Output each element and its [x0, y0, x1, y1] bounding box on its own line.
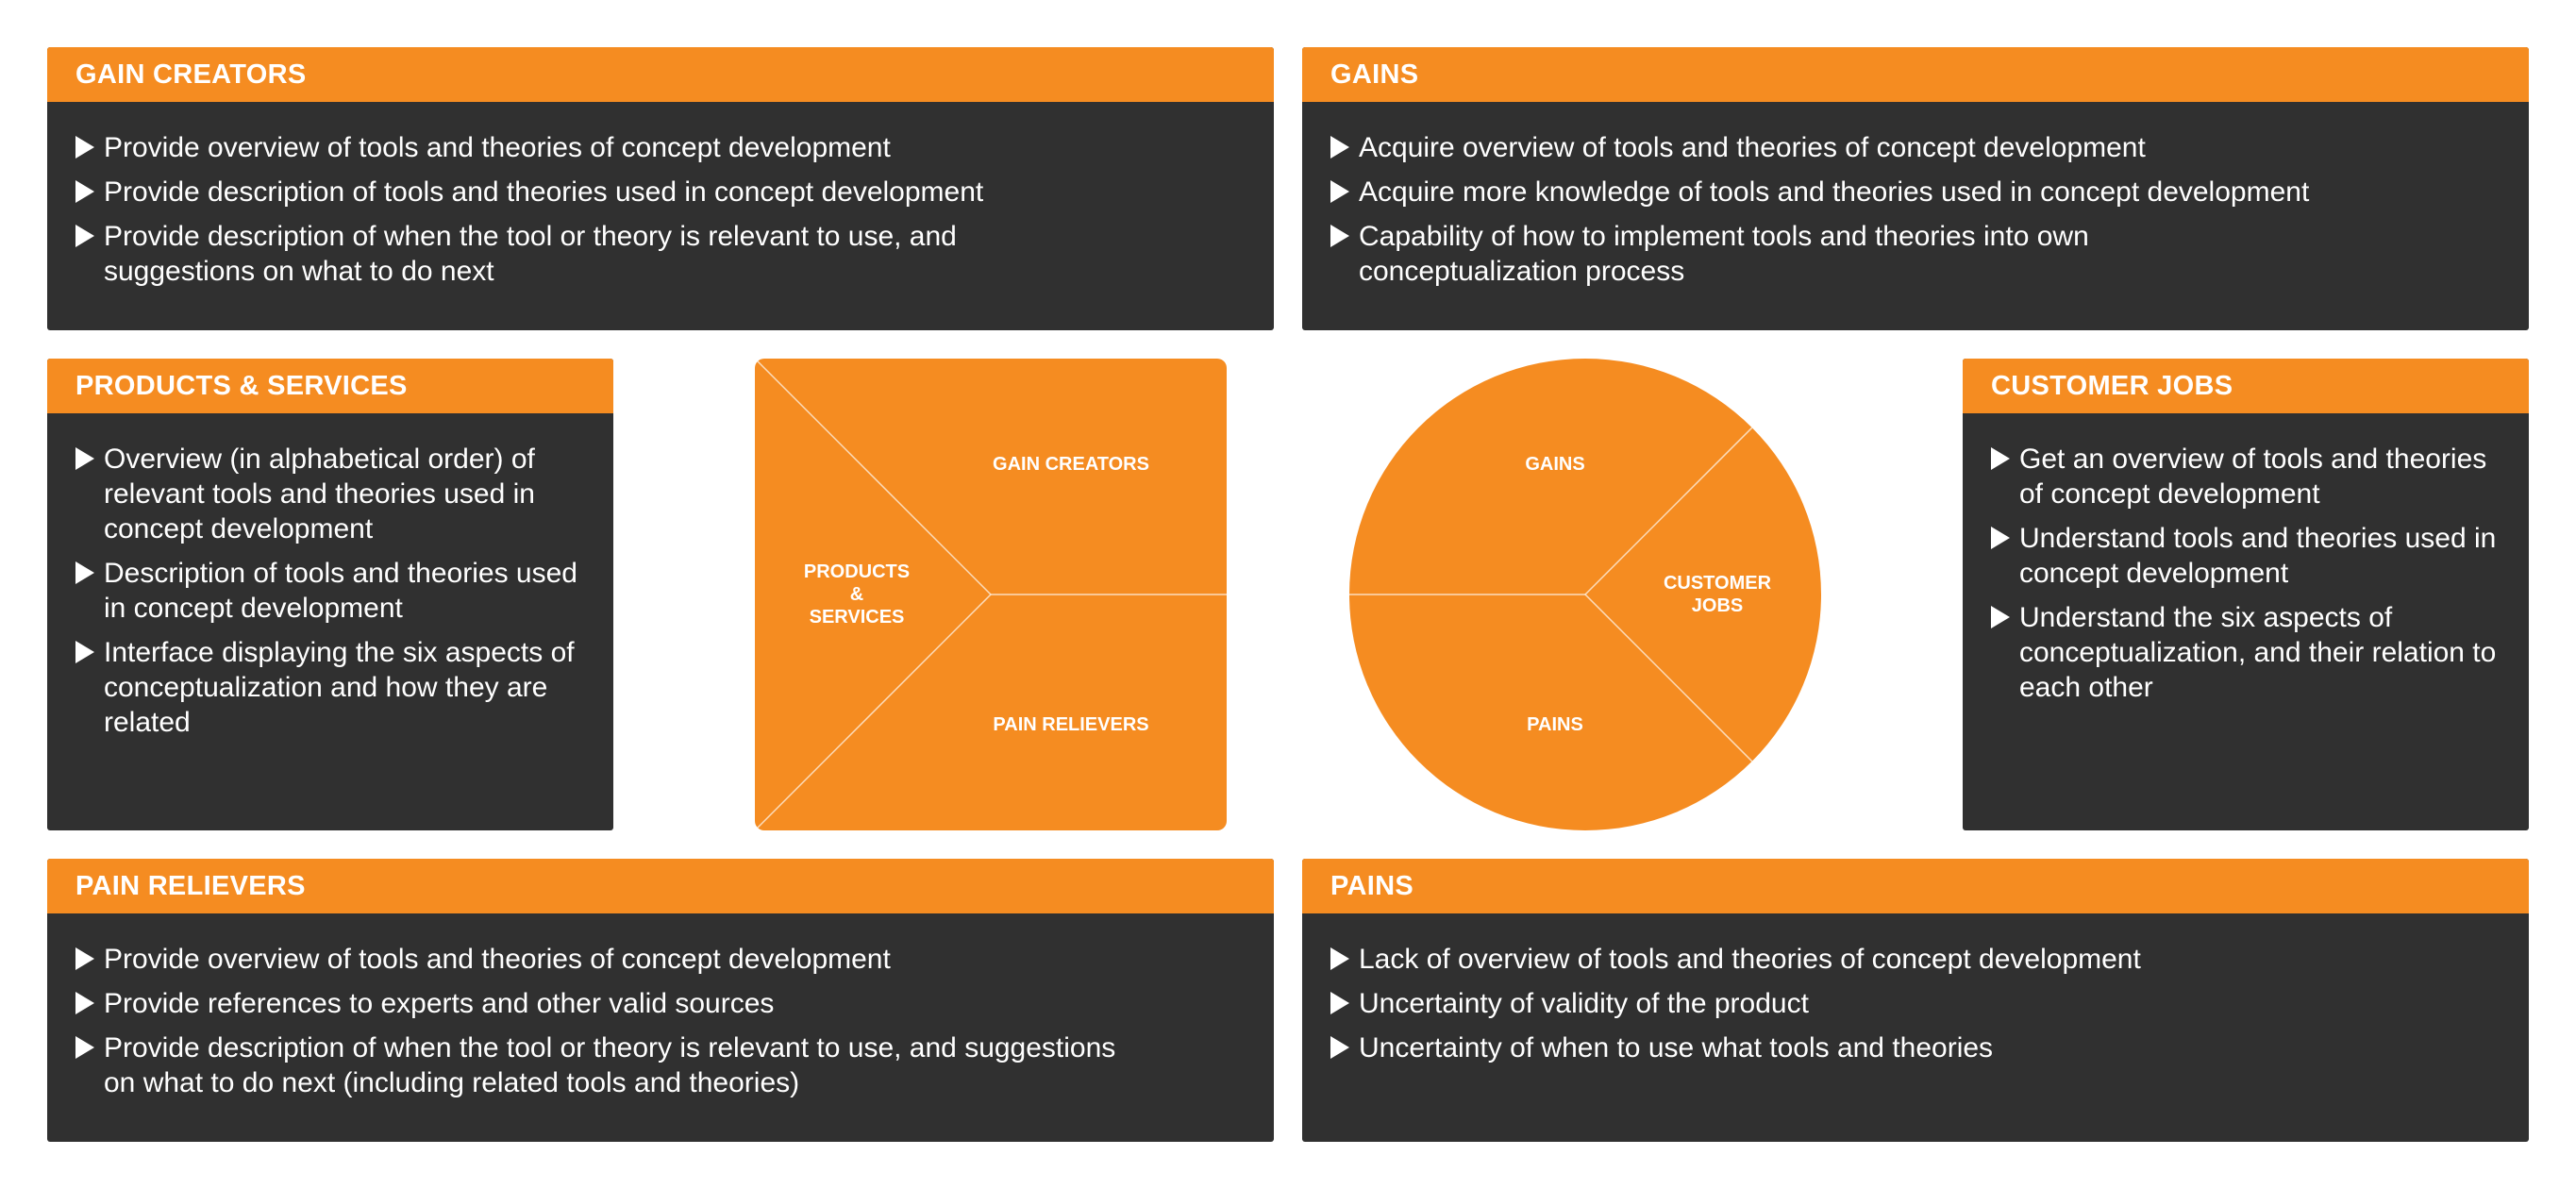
bullet-triangle-icon — [1991, 527, 2010, 549]
list-item: Capability of how to implement tools and… — [1330, 219, 2246, 289]
list-item: Lack of overview of tools and theories o… — [1330, 942, 2506, 977]
customer-jobs-title: CUSTOMER JOBS — [1963, 359, 2529, 413]
bullet-triangle-icon — [1330, 1036, 1349, 1059]
bullet-triangle-icon — [75, 641, 94, 663]
list-item: Acquire more knowledge of tools and theo… — [1330, 175, 2506, 209]
bullet-triangle-icon — [75, 947, 94, 970]
pains-list: Lack of overview of tools and theories o… — [1302, 913, 2529, 1065]
list-item: Provide overview of tools and theories o… — [75, 942, 1251, 977]
products-services-card: PRODUCTS & SERVICES Overview (in alphabe… — [47, 359, 613, 830]
bullet-triangle-icon — [75, 992, 94, 1014]
list-item: Understand tools and theories used in co… — [1991, 521, 2506, 591]
customer-profile-divider — [1584, 594, 1753, 762]
list-item: Provide description of tools and theorie… — [75, 175, 1251, 209]
customer-jobs-segment-label: CUSTOMER JOBS — [1663, 573, 1772, 616]
list-item: Understand the six aspects of conceptual… — [1991, 600, 2506, 705]
pain-relievers-title: PAIN RELIEVERS — [47, 859, 1274, 913]
pains-title: PAINS — [1302, 859, 2529, 913]
bullet-triangle-icon — [1330, 225, 1349, 247]
customer-jobs-list: Get an overview of tools and theories of… — [1963, 413, 2529, 705]
list-item: Get an overview of tools and theories of… — [1991, 442, 2506, 511]
bullet-triangle-icon — [75, 225, 94, 247]
value-map-diagram: PRODUCTS & SERVICES GAIN CREATORS PAIN R… — [754, 358, 1227, 831]
gains-segment-label: GAINS — [1525, 454, 1585, 475]
customer-jobs-card: CUSTOMER JOBS Get an overview of tools a… — [1963, 359, 2529, 830]
list-item: Provide overview of tools and theories o… — [75, 130, 1251, 165]
pains-segment-label: PAINS — [1527, 714, 1583, 735]
pain-relievers-card: PAIN RELIEVERS Provide overview of tools… — [47, 859, 1274, 1142]
list-item: Provide description of when the tool or … — [75, 1030, 1123, 1100]
list-item: Description of tools and theories used i… — [75, 556, 591, 626]
list-item: Provide references to experts and other … — [75, 986, 1251, 1021]
products-services-segment-label: PRODUCTS & SERVICES — [803, 561, 911, 628]
gains-title: GAINS — [1302, 47, 2529, 102]
bullet-triangle-icon — [1330, 947, 1349, 970]
gains-list: Acquire overview of tools and theories o… — [1302, 102, 2529, 289]
products-services-title: PRODUCTS & SERVICES — [47, 359, 613, 413]
gain-creators-card: GAIN CREATORS Provide overview of tools … — [47, 47, 1274, 330]
bullet-triangle-icon — [75, 180, 94, 203]
value-map-divider — [754, 594, 992, 831]
bullet-triangle-icon — [1991, 606, 2010, 628]
customer-profile-shape — [1349, 359, 1821, 830]
bullet-triangle-icon — [75, 447, 94, 470]
list-item: Overview (in alphabetical order) of rele… — [75, 442, 591, 546]
list-item: Provide description of when the tool or … — [75, 219, 1104, 289]
gain-creators-segment-label: GAIN CREATORS — [993, 454, 1149, 475]
products-services-list: Overview (in alphabetical order) of rele… — [47, 413, 613, 740]
list-item: Acquire overview of tools and theories o… — [1330, 130, 2506, 165]
gains-card: GAINS Acquire overview of tools and theo… — [1302, 47, 2529, 330]
customer-profile-diagram: GAINS CUSTOMER JOBS PAINS — [1349, 359, 1821, 830]
bullet-triangle-icon — [1330, 180, 1349, 203]
gain-creators-title: GAIN CREATORS — [47, 47, 1274, 102]
bullet-triangle-icon — [75, 561, 94, 584]
bullet-triangle-icon — [1330, 992, 1349, 1014]
gain-creators-list: Provide overview of tools and theories o… — [47, 102, 1274, 289]
bullet-triangle-icon — [75, 136, 94, 159]
list-item: Interface displaying the six aspects of … — [75, 635, 591, 740]
pain-relievers-list: Provide overview of tools and theories o… — [47, 913, 1274, 1100]
list-item: Uncertainty of when to use what tools an… — [1330, 1030, 2506, 1065]
value-map-divider — [754, 358, 992, 595]
list-item: Uncertainty of validity of the product — [1330, 986, 2506, 1021]
value-map-shape — [754, 358, 1227, 831]
customer-profile-divider — [1584, 427, 1753, 595]
pain-relievers-segment-label: PAIN RELIEVERS — [993, 714, 1149, 735]
bullet-triangle-icon — [1991, 447, 2010, 470]
bullet-triangle-icon — [1330, 136, 1349, 159]
pains-card: PAINS Lack of overview of tools and theo… — [1302, 859, 2529, 1142]
bullet-triangle-icon — [75, 1036, 94, 1059]
